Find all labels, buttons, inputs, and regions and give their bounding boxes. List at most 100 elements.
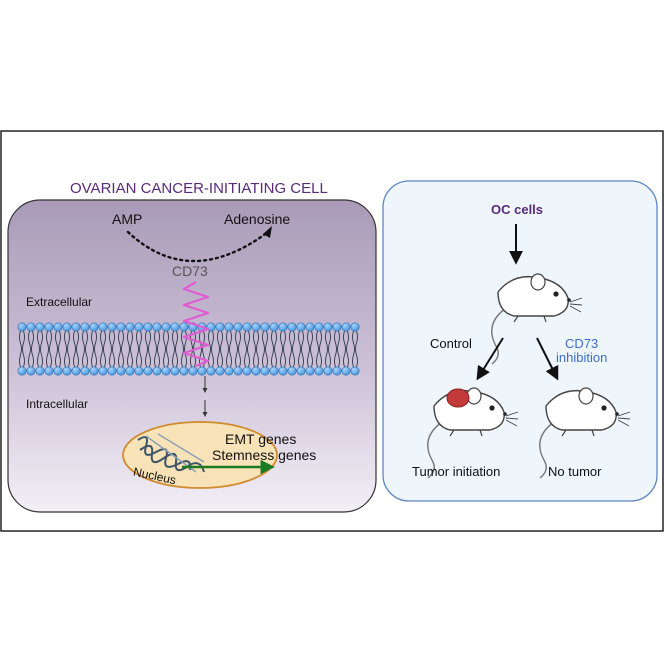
lipid-head bbox=[269, 322, 279, 332]
lipid-tail bbox=[46, 330, 52, 368]
lipid-head bbox=[71, 366, 81, 376]
lipid-head bbox=[278, 322, 288, 332]
lipid-head bbox=[305, 366, 315, 376]
in-vivo-panel bbox=[382, 180, 658, 502]
lipid-tail bbox=[253, 330, 259, 368]
lipid-head bbox=[161, 366, 171, 376]
mouse-icon-tumor bbox=[427, 387, 519, 479]
lipid-tail bbox=[28, 330, 34, 368]
lipid-head bbox=[44, 322, 54, 332]
lipid-tail bbox=[307, 330, 313, 368]
amp-to-adenosine-arc bbox=[126, 230, 270, 263]
tumor-mass-icon bbox=[446, 388, 470, 408]
left-panel-title: OVARIAN CANCER-INITIATING CELL bbox=[70, 180, 328, 197]
lipid-head bbox=[170, 322, 180, 332]
lipid-tail bbox=[145, 330, 151, 368]
lipid-tail bbox=[289, 330, 295, 368]
lipid-tail bbox=[82, 330, 88, 368]
control-label: Control bbox=[430, 336, 472, 351]
lipid-head bbox=[107, 366, 117, 376]
mouse-icon-no-tumor bbox=[539, 387, 631, 479]
lipid-head bbox=[161, 322, 171, 332]
stemness-genes-label: Stemness genes bbox=[212, 447, 316, 463]
lipid-bilayer-membrane bbox=[17, 322, 360, 376]
lipid-tail bbox=[118, 330, 124, 368]
lipid-head bbox=[296, 366, 306, 376]
lipid-head bbox=[242, 366, 252, 376]
lipid-tail bbox=[136, 330, 142, 368]
lipid-tail bbox=[163, 330, 169, 368]
inhibition-arrow bbox=[536, 337, 559, 381]
lipid-head bbox=[179, 322, 189, 332]
lipid-head bbox=[116, 322, 126, 332]
lipid-head bbox=[125, 322, 135, 332]
lipid-head bbox=[287, 322, 297, 332]
lipid-tail bbox=[109, 330, 115, 368]
lipid-head bbox=[287, 366, 297, 376]
lipid-tail bbox=[100, 330, 106, 368]
lipid-head bbox=[215, 322, 225, 332]
lipid-head bbox=[296, 322, 306, 332]
cd73-inhibition-line1: CD73 bbox=[565, 336, 598, 351]
lipid-tail bbox=[280, 330, 286, 368]
lipid-head bbox=[314, 366, 324, 376]
lipid-head bbox=[152, 322, 162, 332]
lipid-tail bbox=[271, 330, 277, 368]
lipid-head bbox=[44, 366, 54, 376]
lipid-head bbox=[80, 322, 90, 332]
lipid-tail bbox=[91, 330, 97, 368]
lipid-head bbox=[134, 366, 144, 376]
lipid-head bbox=[215, 366, 225, 376]
lipid-tail bbox=[352, 330, 358, 368]
lipid-head bbox=[143, 366, 153, 376]
lipid-head bbox=[224, 322, 234, 332]
lipid-head bbox=[224, 366, 234, 376]
lipid-head bbox=[350, 366, 360, 376]
lipid-head bbox=[53, 366, 63, 376]
lipid-head bbox=[341, 366, 351, 376]
lipid-head bbox=[17, 366, 27, 376]
lipid-head bbox=[323, 322, 333, 332]
arc-arrowhead bbox=[263, 226, 272, 238]
lipid-head bbox=[17, 322, 27, 332]
dna-icon bbox=[137, 433, 205, 473]
lipid-head bbox=[89, 366, 99, 376]
lipid-tail bbox=[217, 330, 223, 368]
lipid-head bbox=[314, 322, 324, 332]
lipid-head bbox=[305, 322, 315, 332]
lipid-head bbox=[53, 322, 63, 332]
lipid-head bbox=[170, 366, 180, 376]
lipid-head bbox=[233, 322, 243, 332]
cd73-inhibition-line2: inhibition bbox=[556, 350, 607, 365]
extracellular-label: Extracellular bbox=[26, 295, 92, 309]
lipid-tail bbox=[73, 330, 79, 368]
lipid-head bbox=[251, 322, 261, 332]
lipid-tail bbox=[208, 330, 214, 368]
lipid-tail bbox=[325, 330, 331, 368]
lipid-head bbox=[332, 322, 342, 332]
lipid-head bbox=[269, 366, 279, 376]
lipid-head bbox=[98, 322, 108, 332]
lipid-head bbox=[278, 366, 288, 376]
lipid-head bbox=[26, 322, 36, 332]
lipid-head bbox=[341, 322, 351, 332]
lipid-tail bbox=[316, 330, 322, 368]
lipid-tail bbox=[235, 330, 241, 368]
lipid-head bbox=[332, 366, 342, 376]
amp-label: AMP bbox=[112, 211, 142, 227]
emt-genes-label: EMT genes bbox=[225, 431, 296, 447]
lipid-tail bbox=[226, 330, 232, 368]
lipid-head bbox=[152, 366, 162, 376]
lipid-head bbox=[134, 322, 144, 332]
lipid-head bbox=[233, 366, 243, 376]
lipid-tail bbox=[298, 330, 304, 368]
lipid-head bbox=[197, 366, 207, 376]
lipid-head bbox=[242, 322, 252, 332]
adenosine-label: Adenosine bbox=[224, 211, 290, 227]
lipid-head bbox=[350, 322, 360, 332]
lipid-tail bbox=[172, 330, 178, 368]
lipid-head bbox=[260, 366, 270, 376]
intracellular-label: Intracellular bbox=[26, 397, 88, 411]
lipid-head bbox=[323, 366, 333, 376]
